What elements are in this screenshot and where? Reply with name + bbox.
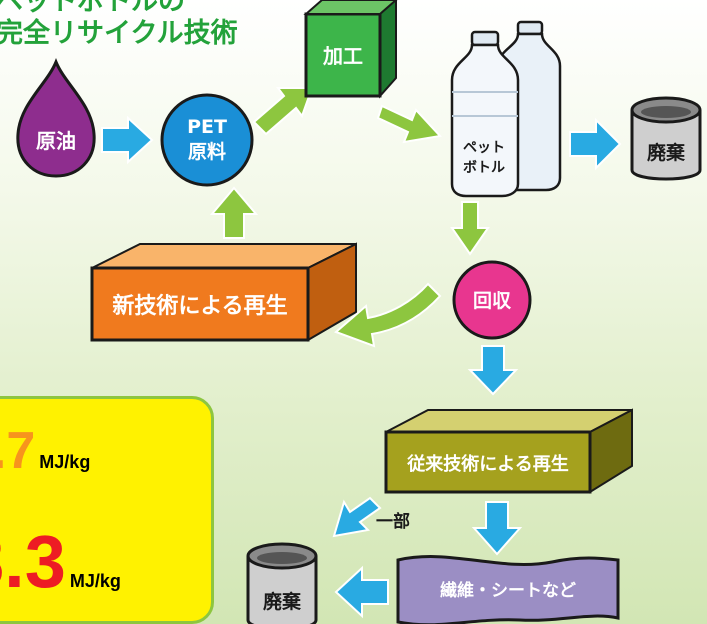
energy-row-conventional: 8.3MJ/kg [0,519,121,604]
energy-row-new: 2.7MJ/kg [0,421,90,481]
collection-circle: 回収 [452,260,532,340]
disposal-bottom-label: 廃棄 [263,590,302,613]
title-line-1: ペットボトルの [0,0,185,17]
arrow-collection-to-conventional [467,345,519,396]
arrow-fiber-to-disposal [334,565,389,619]
bottle-label-line-1: ペット [463,140,505,156]
new-tech-box: 新技術による再生 [90,242,357,342]
energy-panel: 2.7MJ/kg 8.3MJ/kg [0,396,214,624]
collection-label: 回収 [473,290,512,312]
pet-bottles: ペット ボトル [450,20,562,198]
energy-value-new: 2.7 [0,422,36,480]
crude-oil-label: 原油 [36,129,76,153]
energy-value-conventional: 8.3 [0,520,66,603]
energy-unit-new: MJ/kg [39,452,91,472]
disposal-can-bottom: 廃棄 [246,542,318,624]
pet-label-line-1: PET [187,116,227,138]
arrow-processing-to-bottle [376,104,442,144]
partial-label: 一部 [376,511,410,532]
arrow-bottle-to-disposal [569,117,622,171]
arrow-conventional-to-fiber [471,501,523,556]
arrow-newtech-to-pet [209,186,259,239]
processing-cube: 加工 [303,0,398,99]
disposal-can-top: 廃棄 [630,96,702,181]
energy-unit-conventional: MJ/kg [69,571,121,591]
crude-oil-drop: 原油 [16,58,96,178]
pet-label-line-2: 原料 [188,140,226,163]
conventional-tech-box: 従来技術による再生 [384,408,633,494]
bottle-label-line-2: ボトル [463,160,505,176]
arrow-oil-to-pet [101,115,154,165]
title-line-2: 完全リサイクル技術 [0,18,238,49]
pet-raw-material-circle: PET 原料 [160,93,254,187]
fiber-sheet-label: 繊維・シートなど [440,580,576,601]
disposal-top-label: 廃棄 [647,141,686,164]
conventional-label: 従来技術による再生 [406,453,568,475]
processing-label: 加工 [322,44,363,68]
fiber-sheet-banner: 繊維・シートなど [396,555,620,624]
arrow-collection-to-newtech [334,282,442,348]
new-tech-label: 新技術による再生 [112,293,287,319]
arrow-pet-to-processing [252,87,314,136]
arrow-partial-diagonal [332,496,382,538]
arrow-bottle-to-collection [450,201,490,256]
